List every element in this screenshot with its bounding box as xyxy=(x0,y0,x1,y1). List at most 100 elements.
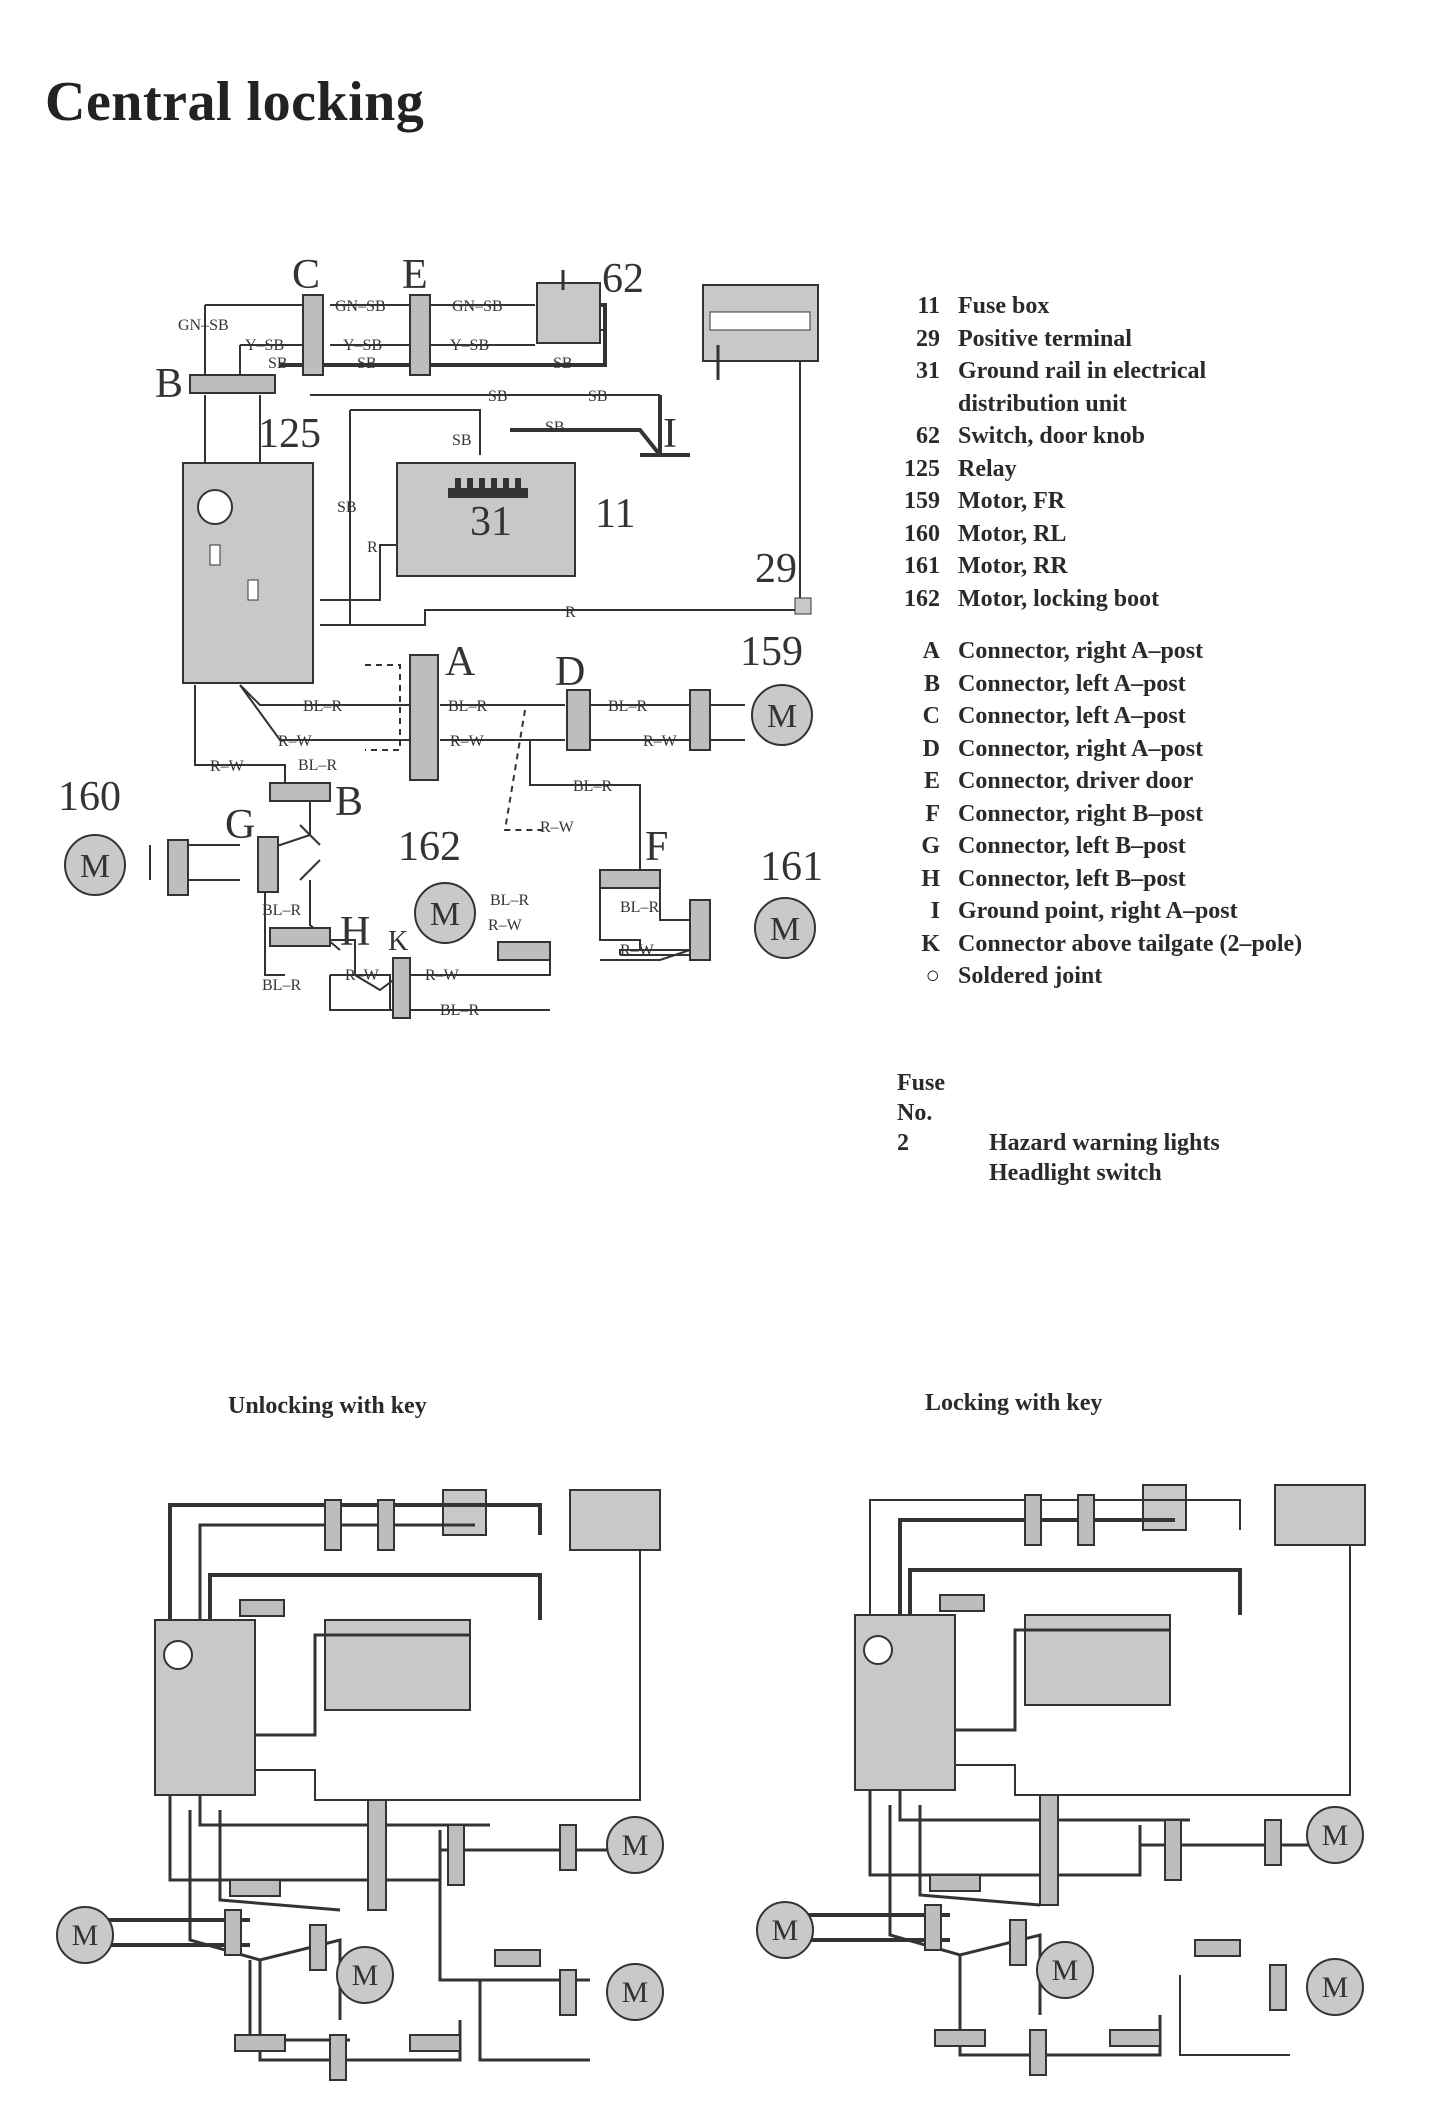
legend-label: Connector, right A–post xyxy=(958,735,1204,762)
wire-label: SB xyxy=(337,499,357,516)
legend-label: Motor, locking boot xyxy=(958,585,1160,612)
wire-label: Y–SB xyxy=(450,337,489,354)
legend-key: I xyxy=(930,898,940,924)
wire-label: BL–R xyxy=(262,902,301,919)
component-label: 160 xyxy=(58,774,121,820)
component-label: 125 xyxy=(258,411,321,457)
wire-label: R–W xyxy=(620,942,655,959)
fuse-item: Hazard warning lights xyxy=(989,1130,1220,1156)
legend-key xyxy=(880,388,958,421)
wire-label: R–W xyxy=(345,967,380,984)
component-label: E xyxy=(402,252,428,298)
fuse-heading: Fuse xyxy=(897,1070,945,1096)
legend-key: D xyxy=(922,735,940,762)
legend-key: ○ xyxy=(925,963,941,989)
fuse-table: Fuse No. 2 Hazard warning lights Headlig… xyxy=(897,1068,1220,1188)
legend-label: Connector, left B–post xyxy=(958,865,1186,892)
component-label: B xyxy=(155,361,183,407)
wire-label: SB xyxy=(553,355,573,372)
wire-label: R–W xyxy=(540,819,575,836)
component-label: 161 xyxy=(760,844,823,890)
legend-label: Connector, driver door xyxy=(958,768,1194,794)
legend-label: Connector, right A–post xyxy=(958,638,1204,664)
wire-label: R xyxy=(367,539,378,556)
wire-label: SB xyxy=(488,388,508,405)
fuse-number: 2 xyxy=(897,1130,909,1156)
wire-label: BL–R xyxy=(440,1002,479,1019)
motor-glyph: M xyxy=(767,698,797,735)
legend-row: D Connector, right A–post xyxy=(880,733,1398,766)
locking-label: Locking with key xyxy=(925,1390,1103,1416)
component-label: C xyxy=(292,252,320,298)
legend-key: E xyxy=(923,768,940,794)
legend-key: A xyxy=(922,638,940,664)
motor-glyph: M xyxy=(72,1919,99,1952)
component-label: D xyxy=(555,649,585,695)
legend-key: K xyxy=(921,930,940,957)
legend-label: Motor, RL xyxy=(958,520,1067,547)
component-label: 62 xyxy=(602,256,644,302)
legend-label: Relay xyxy=(958,455,1017,482)
legend-key: C xyxy=(922,703,940,729)
wire-label: R–W xyxy=(643,733,678,750)
legend-label: Motor, FR xyxy=(958,488,1066,514)
unlocking-label: Unlocking with key xyxy=(228,1393,427,1419)
motor-glyph: M xyxy=(622,1976,649,2009)
wire-label: BL–R xyxy=(303,698,342,715)
legend-key: 159 xyxy=(904,488,940,514)
wire-label: BL–R xyxy=(573,778,612,795)
fuse-item: Headlight switch xyxy=(989,1160,1162,1186)
legend-label: Motor, RR xyxy=(958,553,1068,579)
component-label: 162 xyxy=(398,824,461,870)
legend-label: Positive terminal xyxy=(958,325,1132,352)
component-label: K xyxy=(388,926,408,957)
legend-label: Connector, right B–post xyxy=(958,800,1204,827)
component-label: 11 xyxy=(595,491,635,537)
wire-label: BL–R xyxy=(620,899,659,916)
legend-label: Connector, left A–post xyxy=(958,703,1186,729)
component-label: B xyxy=(335,779,363,825)
legend-label: Ground point, right A–post xyxy=(958,898,1238,924)
legend-label: Connector above tailgate (2–pole) xyxy=(958,930,1303,957)
legend-key: 161 xyxy=(904,553,940,579)
legend-key: 29 xyxy=(916,325,940,352)
motor-glyph: M xyxy=(1322,1819,1349,1852)
legend-label: Fuse box xyxy=(958,293,1050,319)
wire-label: R–W xyxy=(278,733,313,750)
wire-label: Y–SB xyxy=(245,337,284,354)
component-label: 29 xyxy=(755,546,797,592)
legend-label: Soldered joint xyxy=(958,963,1103,989)
legend-key: G xyxy=(921,833,940,859)
wire-label: R–W xyxy=(210,758,245,775)
legend-label: Switch, door knob xyxy=(958,423,1145,449)
motor-glyph: M xyxy=(772,1914,799,1947)
legend-row: ○ Soldered joint xyxy=(880,960,1398,993)
legend-key: 125 xyxy=(904,455,940,482)
wire-label: BL–R xyxy=(608,698,647,715)
legend-row: I Ground point, right A–post xyxy=(880,895,1398,928)
wire-label: GN–SB xyxy=(178,317,229,334)
wire-label: BL–R xyxy=(448,698,487,715)
motor-glyph: M xyxy=(352,1959,379,1992)
wire-label: Y–SB xyxy=(343,337,382,354)
wire-label: BL–R xyxy=(298,757,337,774)
legend-row: F Connector, right B–post xyxy=(880,798,1398,831)
wire-label: SB xyxy=(452,432,472,449)
legend-label: Connector, left B–post xyxy=(958,833,1186,859)
wire-label: R xyxy=(565,604,576,621)
component-label: 31 xyxy=(470,499,512,545)
legend-key: F xyxy=(925,800,940,827)
motor-glyph: M xyxy=(770,911,800,948)
component-label: H xyxy=(340,909,370,955)
wire-label: SB xyxy=(268,355,288,372)
legend-row: A Connector, right A–post xyxy=(880,635,1398,668)
